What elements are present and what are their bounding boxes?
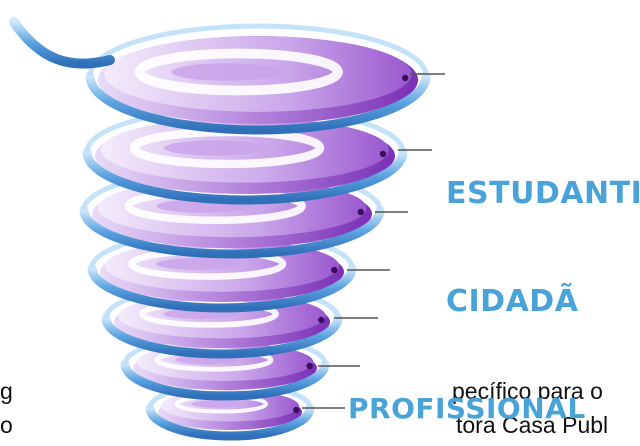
level-dot <box>402 74 409 82</box>
spiral-band-front <box>101 313 343 359</box>
level-core <box>156 258 240 270</box>
label-estudantil: ESTUDANTIL <box>446 176 640 211</box>
spiral-band-front <box>87 263 357 313</box>
level-dot <box>379 150 387 158</box>
level-dot <box>318 316 325 324</box>
level-swirl <box>134 48 343 96</box>
spiral-band-front <box>82 147 408 205</box>
background-text-left-top: g <box>0 378 13 404</box>
level-dot <box>331 266 338 274</box>
spiral-band-front <box>85 71 431 135</box>
label-profissional: PROFISSIONAL <box>348 392 586 425</box>
spiral-band-back <box>87 23 429 77</box>
background-text-right-top: pecífico para o <box>452 378 603 404</box>
level-core <box>171 63 281 81</box>
level-dot <box>306 362 313 370</box>
funnel-level-1 <box>85 23 431 135</box>
level-dot <box>357 208 364 216</box>
funnel-level-2 <box>82 105 408 205</box>
funnel-levels <box>9 17 431 441</box>
spiral-band-front <box>120 359 330 401</box>
spiral-tail <box>9 17 115 69</box>
label-cidada: CIDADÃ <box>446 284 579 319</box>
leader-lines <box>302 73 445 409</box>
level-swirl <box>139 300 279 328</box>
spiral-band-front <box>145 403 315 441</box>
background-text-left-bottom: o <box>0 412 13 438</box>
level-core <box>191 400 241 408</box>
level-dot <box>293 406 300 414</box>
level-core <box>164 140 266 156</box>
spiral-band-front <box>79 205 385 259</box>
background-text-right-bottom: tora Casa Publ <box>456 412 609 438</box>
